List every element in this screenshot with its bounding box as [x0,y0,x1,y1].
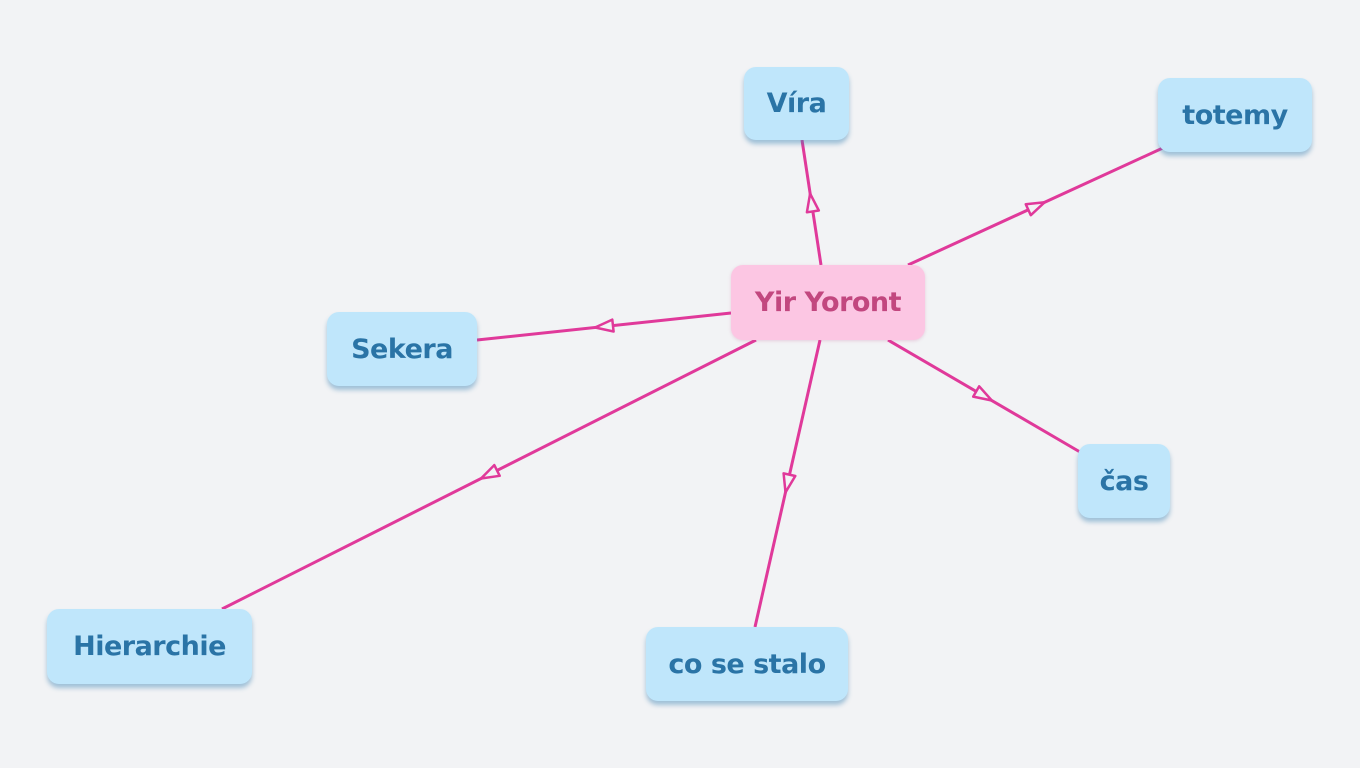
node-vira[interactable]: Víra [744,67,849,140]
arrowhead-cas [971,385,994,402]
arrowhead-totemy [1024,200,1046,217]
node-sekera[interactable]: Sekera [327,312,477,386]
arrowhead-sekera [593,318,615,333]
node-label: co se stalo [668,648,826,680]
node-label: Sekera [351,333,453,365]
node-label: Víra [766,88,827,119]
arrowhead-hierarchie [479,463,501,480]
node-label: Hierarchie [73,631,226,662]
node-co-se-stalo[interactable]: co se stalo [646,627,848,701]
arrowhead-vira [805,192,821,214]
center-node-yir-yoront[interactable]: Yir Yoront [731,265,925,340]
arrowhead-co-se-stalo [782,472,797,494]
node-totemy[interactable]: totemy [1158,78,1312,152]
node-label: čas [1099,465,1149,497]
node-hierarchie[interactable]: Hierarchie [47,609,252,684]
center-node-label: Yir Yoront [754,287,902,318]
node-label: totemy [1182,99,1288,131]
node-cas[interactable]: čas [1078,444,1170,518]
